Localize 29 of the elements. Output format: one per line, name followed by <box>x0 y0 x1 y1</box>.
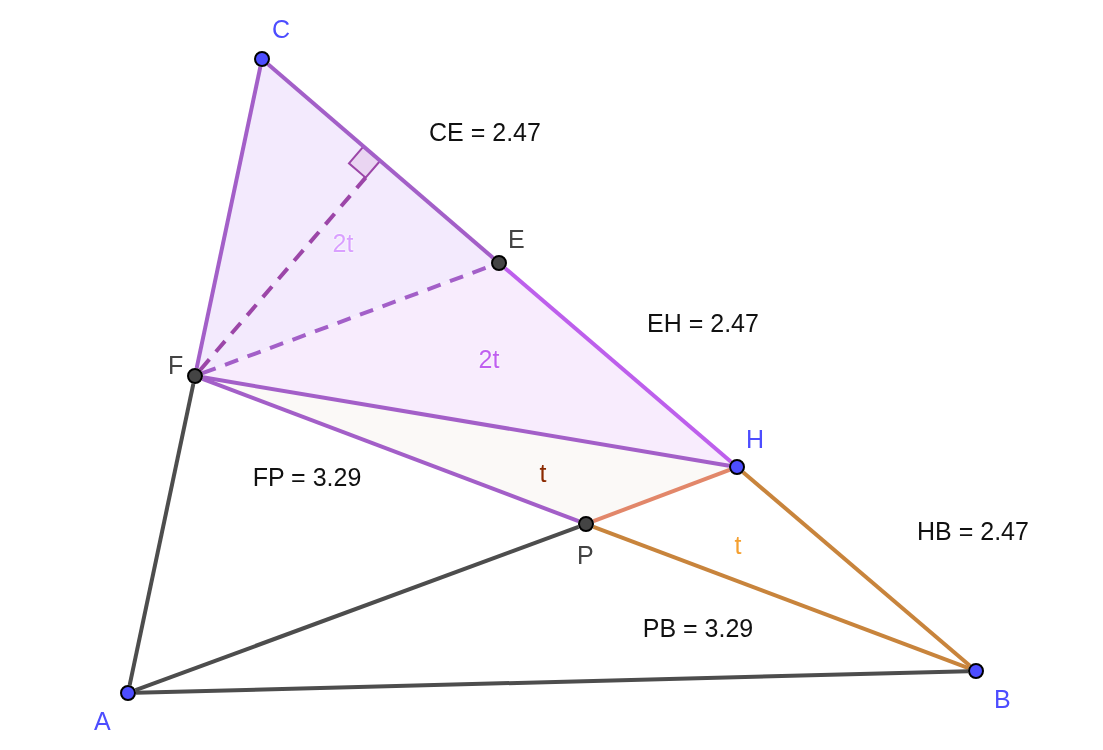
measurement-label: FP = 3.29 <box>252 464 362 490</box>
area-label: t <box>734 532 742 558</box>
area-label: 2t <box>332 230 354 256</box>
point-label: C <box>272 16 291 42</box>
point-label: E <box>508 226 525 252</box>
measurement-label: EH = 2.47 <box>647 310 759 336</box>
line-segment <box>592 524 970 671</box>
dashed-line <box>198 176 368 372</box>
measurement-label: PB = 3.29 <box>642 615 754 641</box>
right-angle-mark <box>347 145 382 180</box>
line-segment <box>201 376 580 524</box>
line-segment <box>266 62 495 260</box>
line-segment <box>503 266 733 464</box>
line-segment <box>127 383 196 686</box>
line-segment <box>194 66 263 369</box>
measurement-label: CE = 2.47 <box>429 119 541 145</box>
area-label: 2t <box>478 346 500 372</box>
line-segment <box>592 467 731 524</box>
point-label: F <box>168 352 184 378</box>
area-label: t <box>539 460 547 486</box>
point-label: H <box>746 426 765 452</box>
line-segment <box>741 470 972 668</box>
point-label: A <box>94 708 111 734</box>
line-segment <box>202 375 730 468</box>
measurement-label: HB = 2.47 <box>917 518 1029 544</box>
line-segment <box>134 524 580 693</box>
line-segment <box>135 669 969 695</box>
point-label: B <box>994 686 1011 712</box>
point-label: P <box>577 542 594 568</box>
